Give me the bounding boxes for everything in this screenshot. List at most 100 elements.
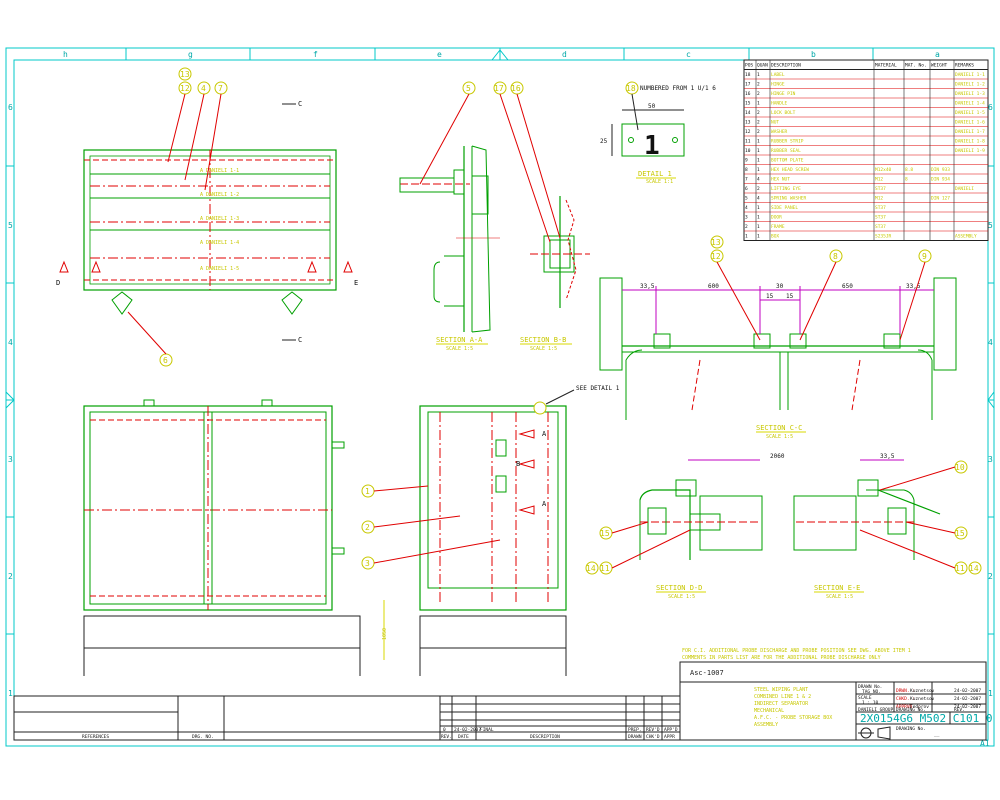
row-label: 5 [8, 221, 13, 230]
outer-frame [5, 47, 995, 747]
balloon-17: 17 [494, 84, 504, 93]
centering-marks [5, 49, 995, 409]
parts-cell: DANIELI 1-1 [955, 72, 985, 78]
drawing-number: 2X0154G6 M502 C101 0 [860, 712, 992, 725]
balloon-15b: 15 [955, 529, 965, 538]
parts-cell: 8 [745, 167, 748, 173]
title-line: INDIRECT SEPARATOR [754, 701, 809, 707]
balloon-3: 3 [365, 559, 370, 568]
section-b-title: SECTION B-B [520, 336, 566, 344]
drawing-no-label: DRAWING No. [896, 726, 926, 732]
balloon-11b: 11 [955, 564, 965, 573]
section-b-scale: SCALE 1:5 [530, 346, 557, 352]
col-label: b [811, 50, 816, 59]
see-detail-note: SEE DETAIL 1 [576, 385, 620, 392]
parts-header: QUAN [757, 63, 768, 69]
col-label: g [188, 50, 193, 59]
balloon-14b: 14 [969, 564, 979, 573]
drawn-name: Kuznetsov [910, 688, 935, 694]
balloons-plan: 13 12 4 7 6 [127, 67, 228, 367]
dwg-label: DANIELI GROUP DRAWING No. [858, 707, 926, 713]
balloon-9: 9 [922, 252, 927, 261]
marker-a-1: A [542, 430, 547, 438]
dwg-no-header: DRG. NO. [192, 734, 214, 740]
row-label: 2 [988, 572, 993, 581]
parts-cell: ST37 [875, 224, 886, 230]
parts-cell: 11 [745, 139, 751, 145]
parts-cell: DIN 127 [931, 196, 950, 202]
balloon-2: 2 [365, 523, 370, 532]
svg-text:A DANIELI 1-5: A DANIELI 1-5 [200, 266, 239, 272]
parts-cell: 1 [745, 234, 748, 240]
marker-e-right: E [354, 279, 358, 287]
handwritten-note: Asc-1007 [690, 669, 724, 677]
row-label: 5 [988, 221, 993, 230]
footer-chkd: CHK'D [646, 734, 660, 740]
parts-cell: 7 [745, 177, 748, 183]
parts-cell: 4 [757, 196, 760, 202]
dim-c-15a: 15 [766, 293, 774, 300]
revision-block [13, 695, 681, 741]
detail-1-scale: SCALE 1:1 [646, 179, 673, 185]
footer-drawn: DRAWN [628, 734, 642, 740]
section-c-dims: 33,5 600 30 15 15 650 33,5 [640, 283, 921, 300]
parts-cell: 2 [757, 120, 760, 126]
dim-c-15b: 15 [786, 293, 794, 300]
balloon-4: 4 [201, 84, 206, 93]
detail-1-title: DETAIL 1 [638, 170, 672, 178]
parts-header: POS [745, 63, 753, 69]
column-labels: h g f e d c b a [63, 50, 940, 59]
note-line-1: FOR C.I. ADDITIONAL PROBE DISCHARGE AND … [682, 648, 911, 654]
date-2: 24-02-2007 [954, 696, 981, 702]
parts-cell: 6 [745, 186, 748, 192]
rev-header-appd: APP'D [664, 727, 678, 733]
elevation-dim: 1050 [382, 600, 388, 660]
title-line: STEEL WIPING PLANT [754, 687, 808, 693]
parts-cell: M12 [875, 196, 883, 202]
section-a-view [399, 145, 500, 333]
rev-header-desc: DESCRIPTION [530, 734, 560, 740]
col-label: c [686, 50, 691, 59]
plan-view: A DANIELI 1-1 A DANIELI 1-2 A DANIELI 1-… [59, 149, 353, 315]
parts-cell: M12x40 [875, 167, 892, 173]
parts-cell: 4 [757, 177, 760, 183]
parts-cell: HANDLE [771, 101, 788, 107]
balloon-6: 6 [163, 356, 168, 365]
drawn-by: DRWN. : [896, 688, 915, 694]
row-labels: 6 5 4 3 2 1 6 5 4 3 2 1 [8, 103, 993, 698]
section-a-scale: SCALE 1:5 [446, 346, 473, 352]
marker-c-bottom: C [298, 336, 302, 344]
col-label: e [437, 50, 442, 59]
parts-cell: LIFTING EYE [771, 186, 801, 192]
balloon-16: 16 [511, 84, 521, 93]
row-label: 1 [8, 689, 13, 698]
marker-d-left: D [56, 279, 60, 287]
balloon-18: 18 [626, 84, 636, 93]
parts-cell: DANIELI 1-5 [955, 110, 985, 116]
dim-c-600: 600 [708, 283, 719, 290]
title-block [679, 661, 987, 741]
parts-cell: 2 [757, 91, 760, 97]
parts-cell: 16 [745, 91, 751, 97]
parts-cell: DIN 933 [931, 167, 950, 173]
parts-cell: BOTTOM PLATE [771, 158, 804, 164]
section-e-title: SECTION E-E [814, 584, 860, 592]
sheet-size: A1 [980, 739, 990, 748]
parts-cell: HINGE [771, 82, 785, 88]
svg-text:A DANIELI 1-1: A DANIELI 1-1 [200, 168, 239, 174]
drawn-no-label: DRAWN No. [858, 684, 882, 690]
rev-value: 0 [443, 727, 446, 733]
col-label: f [313, 50, 318, 59]
section-e-view [793, 459, 941, 560]
parts-cell: 9 [745, 158, 748, 164]
parts-cell: 1 [757, 139, 760, 145]
parts-cell: 10 [745, 148, 751, 154]
parts-cell: HEX NUT [771, 177, 790, 183]
parts-cell: DANIELI [955, 186, 974, 192]
checked-name: Kuznetsov [910, 696, 935, 702]
rev-header-prep: PREP. [628, 727, 642, 733]
parts-cell: 2 [757, 129, 760, 135]
svg-text:A DANIELI 1-3: A DANIELI 1-3 [200, 216, 239, 222]
row-label: 1 [988, 689, 993, 698]
